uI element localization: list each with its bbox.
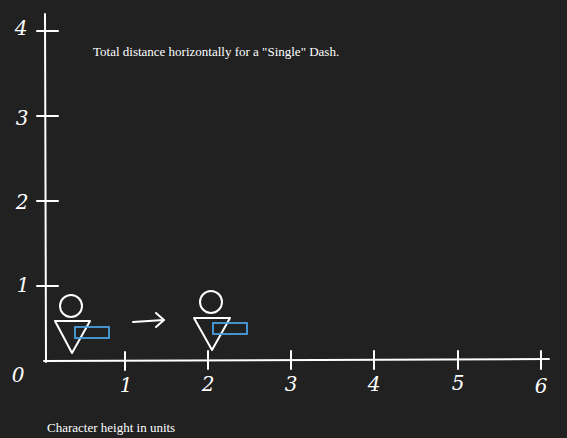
x-axis xyxy=(44,359,549,361)
axis-number: 4 xyxy=(15,18,28,38)
axis-number: 1 xyxy=(120,375,133,395)
y-tick xyxy=(37,115,58,117)
dash-hitbox xyxy=(213,323,247,334)
axis-number: 4 xyxy=(368,374,381,394)
axis-number: 2 xyxy=(16,192,29,212)
x-tick xyxy=(373,351,375,369)
y-tick xyxy=(37,200,58,202)
x-tick xyxy=(207,351,209,369)
axis-number: 3 xyxy=(16,108,29,128)
x-tick xyxy=(540,351,542,369)
axis-number: 2 xyxy=(202,374,215,394)
diagram-title: Total distance horizontally for a "Singl… xyxy=(93,45,339,58)
axis-number: 3 xyxy=(285,374,298,394)
axis-number: 1 xyxy=(17,275,30,295)
x-tick xyxy=(290,351,292,369)
axis-caption: Character height in units xyxy=(47,421,175,434)
dash-arrow xyxy=(133,320,164,322)
character-head xyxy=(200,291,222,313)
x-tick xyxy=(124,352,126,370)
y-tick xyxy=(37,30,58,32)
dash-hitbox xyxy=(75,327,109,338)
character-head xyxy=(60,295,82,317)
dash-arrowhead xyxy=(156,313,164,327)
character-body xyxy=(55,321,90,353)
x-tick xyxy=(457,351,459,369)
axis-number: 5 xyxy=(452,373,465,393)
axis-number: 0 xyxy=(12,365,25,385)
y-tick xyxy=(37,285,58,287)
y-axis xyxy=(45,14,46,362)
axis-number: 6 xyxy=(535,376,548,396)
